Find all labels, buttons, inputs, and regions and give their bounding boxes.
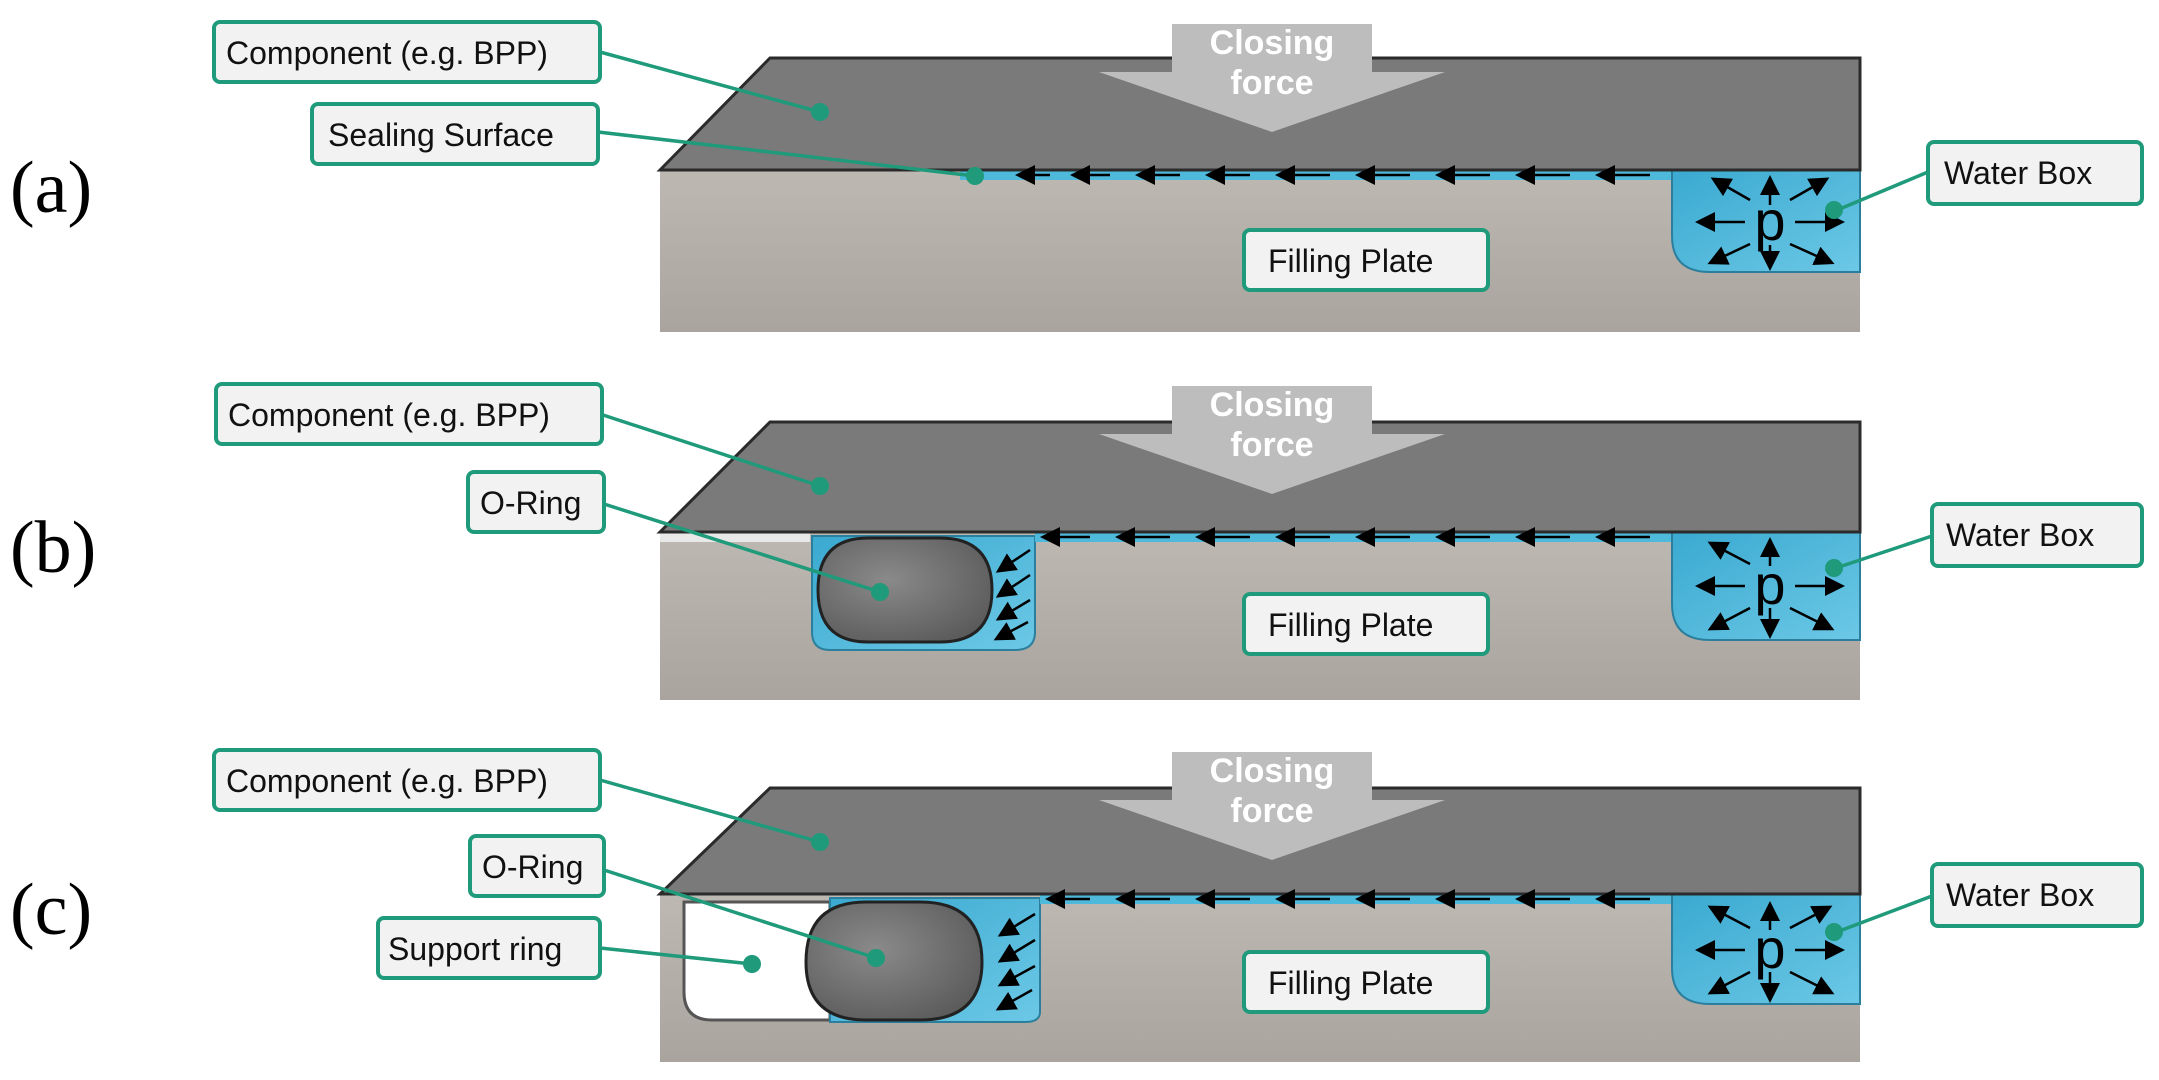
water-box-leader <box>1841 170 1929 210</box>
o-ring-label-box: O-Ring <box>468 834 606 898</box>
closing-force-arrow: Closing force <box>1099 752 1445 860</box>
closing-force-label-2: force <box>1230 64 1313 102</box>
water-box-label-box: Water Box <box>1926 140 2144 206</box>
support-ring-leader-dot <box>743 955 761 973</box>
support-ring-label-box: Support ring <box>376 916 602 980</box>
closing-force-arrow: Closing force <box>1099 386 1445 494</box>
panel-label: (b) <box>10 507 96 589</box>
o-ring-leader <box>603 502 881 594</box>
component-leader <box>599 412 821 488</box>
o-ring-leader <box>603 868 877 960</box>
o-ring-label-box: O-Ring <box>466 470 606 534</box>
pressure-arrows: p <box>1695 175 1845 271</box>
leak-flow-arrows <box>995 889 1650 1011</box>
o-ring-leader-dot <box>867 949 885 967</box>
sealing-surface-label: Sealing Surface <box>328 117 554 153</box>
plate-step <box>660 532 810 542</box>
filling-plate-label: Filling Plate <box>1268 965 1433 1001</box>
component-leader-dot <box>811 103 829 121</box>
water-box-leader <box>1841 534 1933 568</box>
sealing-surface-label-box: Sealing Surface <box>310 102 600 166</box>
panel-label: (c) <box>10 869 92 951</box>
component-label: Component (e.g. BPP) <box>226 763 548 799</box>
closing-force-label: Closing <box>1210 752 1335 790</box>
water-box-leader-dot <box>1825 559 1843 577</box>
sealing-surface-leader <box>597 130 976 178</box>
component-label-box: Component (e.g. BPP) <box>212 748 602 812</box>
o-ring-leader-dot <box>871 583 889 601</box>
water-box-label-box: Water Box <box>1930 862 2144 928</box>
filling-plate-label: Filling Plate <box>1268 243 1433 279</box>
component-leader-dot <box>811 833 829 851</box>
closing-force-label: Closing <box>1210 24 1335 62</box>
filling-plate-label: Filling Plate <box>1268 607 1433 643</box>
filling-plate-label-box: Filling Plate <box>1242 228 1490 292</box>
water-box-label: Water Box <box>1946 877 2094 913</box>
component-label: Component (e.g. BPP) <box>228 397 550 433</box>
closing-force-label-2: force <box>1230 792 1313 830</box>
sealing-surface-leader-dot <box>966 167 984 185</box>
panel-c: (c) Closing force <box>10 748 2144 1062</box>
closing-force-label-2: force <box>1230 426 1313 464</box>
pressure-arrows: p <box>1695 901 1845 1003</box>
o-ring-label: O-Ring <box>482 849 583 885</box>
water-box-leader-dot <box>1825 201 1843 219</box>
filling-plate-label-box: Filling Plate <box>1242 950 1490 1014</box>
closing-force-label: Closing <box>1210 386 1335 424</box>
pressure-arrows: p <box>1695 537 1845 639</box>
leak-flow-arrows <box>993 527 1650 641</box>
water-box-label: Water Box <box>1944 155 2092 191</box>
panel-label: (a) <box>10 147 92 229</box>
component-label-box: Component (e.g. BPP) <box>214 382 604 446</box>
water-box-leader-dot <box>1825 923 1843 941</box>
filling-plate-label-box: Filling Plate <box>1242 592 1490 656</box>
panel-a: (a) Closing force p <box>10 20 2144 332</box>
component-leader <box>599 50 821 114</box>
o-ring-label: O-Ring <box>480 485 581 521</box>
closing-force-arrow: Closing force <box>1099 24 1445 132</box>
component-label-box: Component (e.g. BPP) <box>212 20 602 84</box>
component-label: Component (e.g. BPP) <box>226 35 548 71</box>
support-ring-leader <box>599 946 753 966</box>
water-box-label-box: Water Box <box>1930 502 2144 568</box>
water-box-leader <box>1841 894 1933 932</box>
o-ring <box>804 900 984 1022</box>
o-ring <box>816 536 994 644</box>
panel-b: (b) Closing force <box>10 382 2144 700</box>
water-box-label: Water Box <box>1946 517 2094 553</box>
support-ring-label: Support ring <box>388 931 562 967</box>
component-leader-dot <box>811 477 829 495</box>
component-leader <box>599 778 821 844</box>
